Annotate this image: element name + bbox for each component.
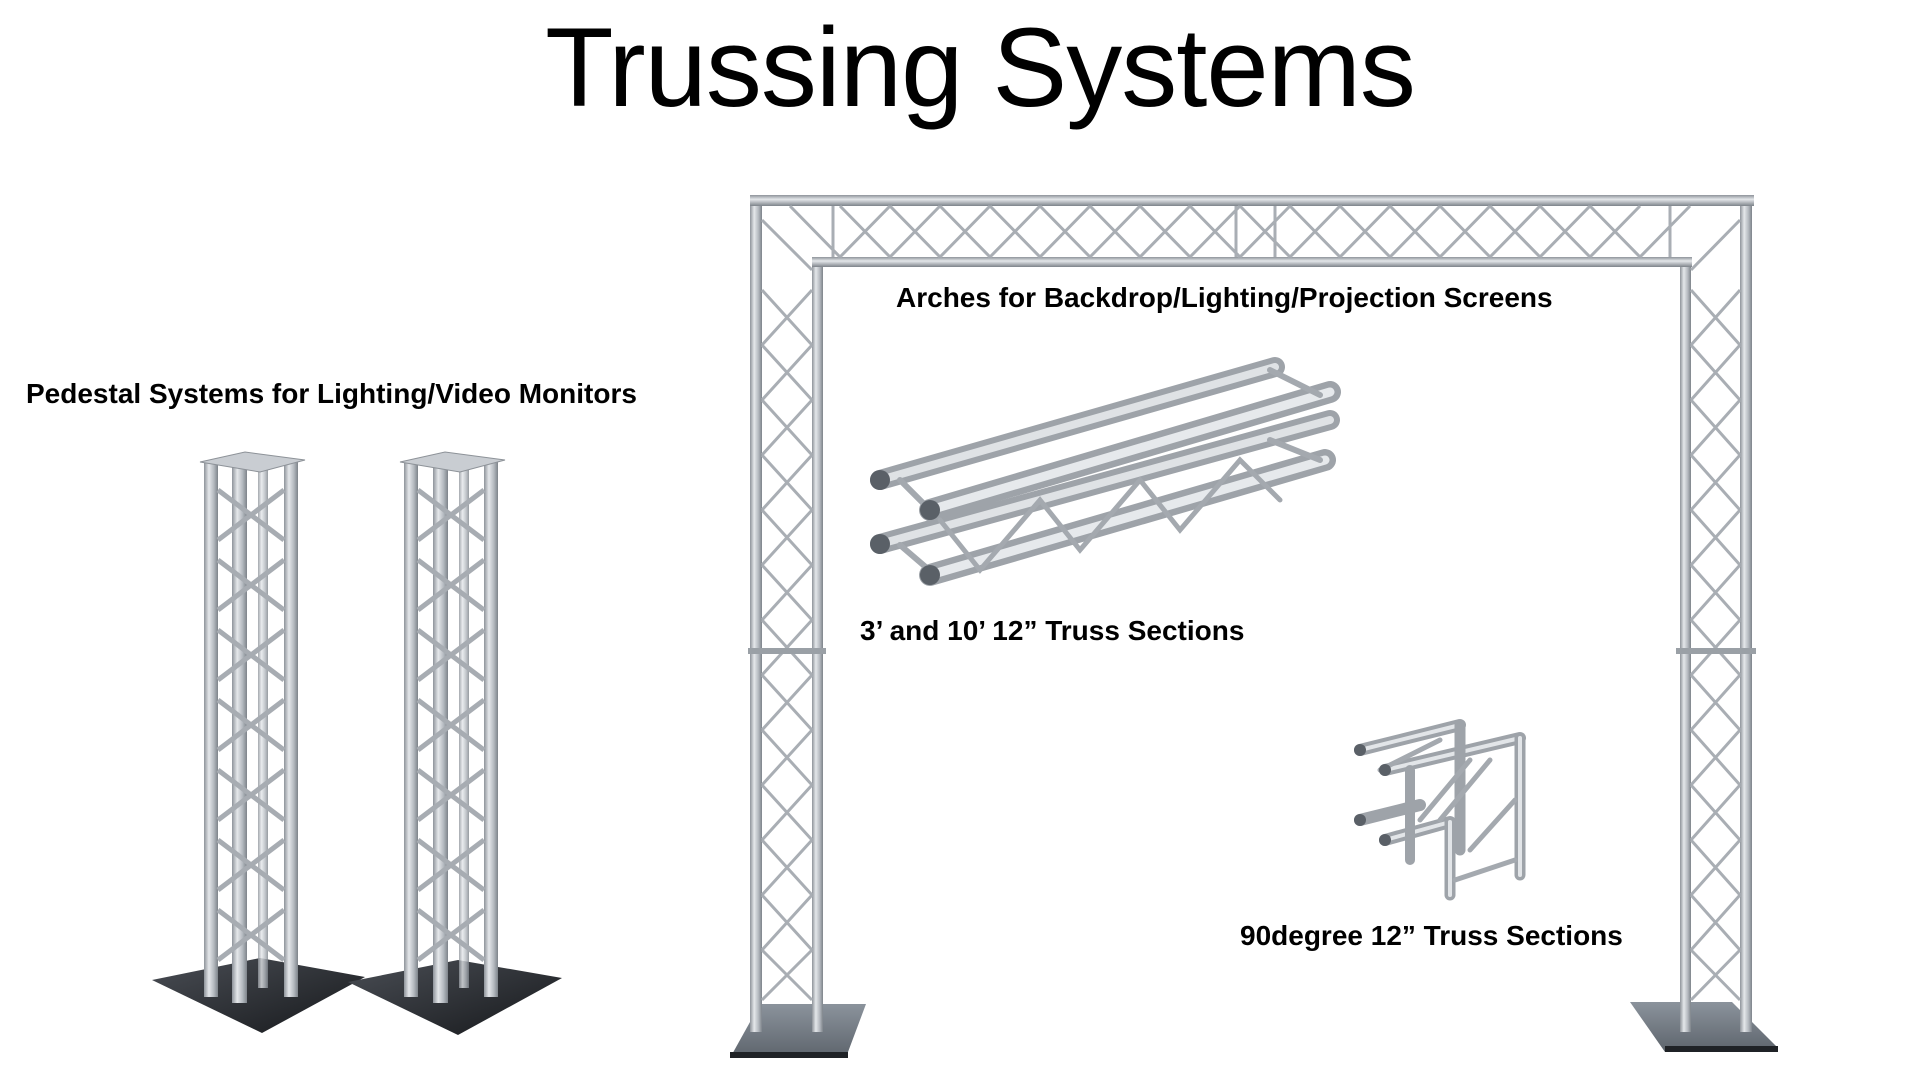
- truss-arch: [730, 195, 1778, 1058]
- pedestal-tower-frame: [399, 451, 506, 1003]
- pedestal-base-plate: [348, 960, 562, 1035]
- arch-top-span: [750, 195, 1754, 267]
- arches-caption: Arches for Backdrop/Lighting/Projection …: [896, 282, 1553, 313]
- corner-truss-section: [1354, 719, 1526, 901]
- corner-truss-caption: 90degree 12” Truss Sections: [1240, 920, 1623, 951]
- pedestal-tower-left: [152, 451, 365, 1033]
- arch-foot-right: [1630, 1002, 1778, 1052]
- straight-truss-section: [870, 357, 1341, 586]
- arch-foot-left: [730, 1004, 866, 1058]
- page-title: Trussing Systems: [545, 5, 1416, 130]
- pedestal-diagonal-braces: [416, 488, 486, 962]
- pedestal-tower-frame: [199, 451, 306, 1003]
- pedestal-systems-caption: Pedestal Systems for Lighting/Video Moni…: [26, 378, 637, 409]
- arch-left-leg: [748, 197, 826, 1032]
- truss-sections-caption: 3’ and 10’ 12” Truss Sections: [860, 615, 1245, 646]
- pedestal-diagonal-braces: [216, 488, 286, 962]
- arch-right-leg: [1676, 197, 1756, 1032]
- pedestal-tower-right: [348, 451, 562, 1035]
